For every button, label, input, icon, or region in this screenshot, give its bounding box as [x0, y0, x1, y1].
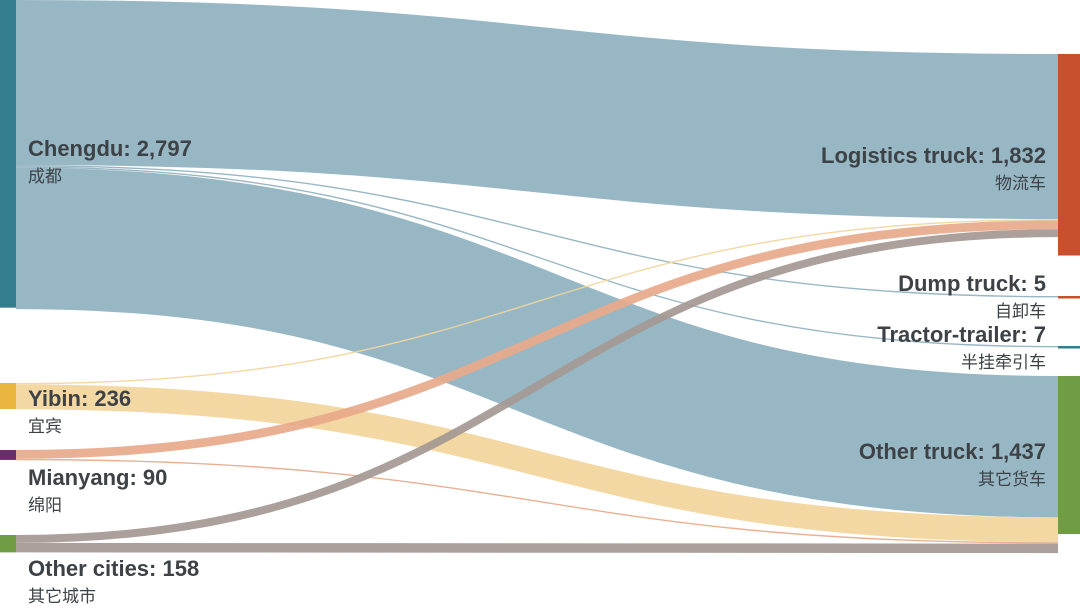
- link-other_cities-to-other_truck: [15, 542, 1059, 554]
- label-tractor: Tractor-trailer: 7: [877, 322, 1046, 347]
- link-chengdu-to-dump: [15, 165, 1059, 298]
- link-mianyang-to-logistics: [15, 220, 1059, 459]
- sublabel-other_cities: 其它城市: [28, 587, 96, 607]
- link-chengdu-to-logistics: [15, 0, 1059, 219]
- sublabel-chengdu: 成都: [28, 167, 62, 187]
- label-logistics: Logistics truck: 1,832: [821, 143, 1046, 168]
- sublabel-dump: 自卸车: [995, 302, 1046, 322]
- link-yibin-to-logistics: [15, 219, 1059, 385]
- sankey-links: [15, 0, 1059, 554]
- node-chengdu: [0, 0, 16, 308]
- label-other_cities: Other cities: 158: [28, 556, 199, 581]
- node-dump: [1058, 296, 1080, 299]
- label-dump: Dump truck: 5: [898, 271, 1046, 296]
- link-yibin-to-other_truck: [15, 384, 1059, 543]
- sublabel-mianyang: 绵阳: [28, 496, 62, 516]
- sublabel-yibin: 宜宾: [28, 417, 62, 437]
- link-other_cities-to-logistics: [15, 229, 1059, 543]
- link-mianyang-to-other_truck: [15, 458, 1059, 544]
- label-yibin: Yibin: 236: [28, 386, 131, 411]
- sublabel-tractor: 半挂牵引车: [961, 353, 1046, 373]
- node-other_cities: [0, 535, 16, 553]
- link-chengdu-to-tractor: [15, 166, 1059, 348]
- node-yibin: [0, 383, 16, 409]
- node-mianyang: [0, 450, 16, 460]
- sublabel-logistics: 物流车: [995, 174, 1046, 194]
- node-tractor: [1058, 346, 1080, 349]
- label-other_truck: Other truck: 1,437: [859, 439, 1046, 464]
- sankey-nodes: [0, 0, 1080, 553]
- node-other_truck: [1058, 376, 1080, 535]
- label-mianyang: Mianyang: 90: [28, 465, 167, 490]
- sublabel-other_truck: 其它货车: [978, 470, 1046, 490]
- node-logistics: [1058, 54, 1080, 256]
- label-chengdu: Chengdu: 2,797: [28, 136, 192, 161]
- sankey-labels: Chengdu: 2,797 成都 Yibin: 236 宜宾 Mianyang: 90…: [28, 136, 1046, 607]
